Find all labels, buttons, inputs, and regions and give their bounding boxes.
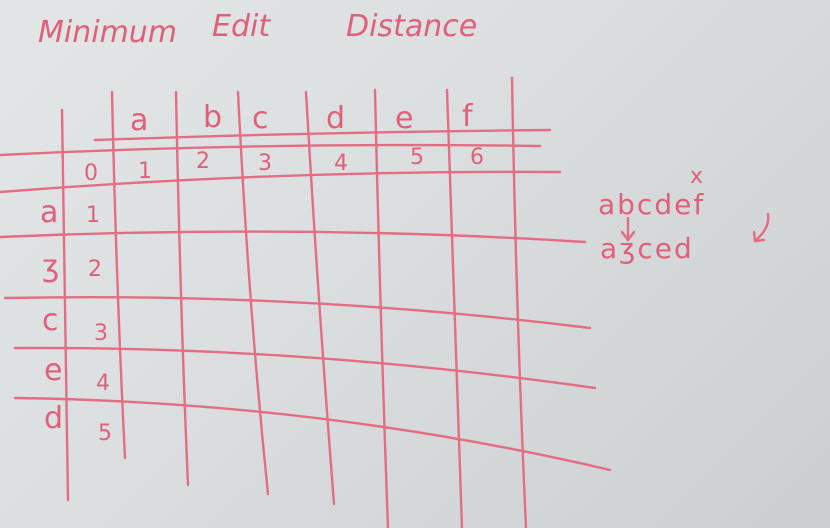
row-number: 5 [98, 421, 112, 446]
grid-vline-0 [60, 108, 70, 502]
grid-vline-4 [304, 90, 336, 506]
col-letter: d [326, 101, 345, 136]
grid-vline-6 [445, 88, 464, 528]
grid-hline-3 [0, 230, 587, 244]
deletion-mark: x [690, 164, 703, 189]
row0-value: 5 [410, 145, 424, 170]
grid-hline-0 [93, 128, 552, 142]
col-letter: a [130, 103, 148, 138]
row-letter: a [40, 195, 58, 230]
side-string-bottom: aʒced [600, 232, 694, 265]
row-number: 4 [96, 371, 110, 396]
row-letter: e [44, 353, 62, 388]
row0-value: 3 [258, 151, 272, 176]
grid-vline-7 [510, 76, 528, 528]
row-letter: ʒ [42, 249, 59, 284]
col-letter: f [462, 99, 474, 134]
column-letters: a b c d e f [130, 99, 474, 138]
arrow-f-to-d [752, 212, 770, 243]
grid-vline-2 [174, 90, 190, 487]
row0-value: 0 [84, 161, 98, 186]
row0-value: 6 [470, 145, 484, 170]
row-number: 1 [86, 203, 100, 228]
side-string-top: abcdef [598, 188, 705, 221]
row0-value: 1 [138, 159, 152, 184]
grid-vline-5 [373, 88, 390, 528]
row-number: 3 [94, 321, 108, 346]
grid-lines [0, 76, 612, 528]
row-letter: d [44, 401, 63, 436]
grid-hline-4 [3, 295, 592, 330]
grid-vline-1 [110, 90, 127, 460]
side-note: x abcdef aʒced [598, 164, 770, 265]
row-number: 2 [88, 257, 102, 282]
row-letter: c [42, 303, 59, 338]
row-numbers: 1 2 3 4 5 [86, 203, 112, 446]
row0-value: 4 [334, 151, 348, 176]
grid-hline-2 [0, 170, 562, 194]
row0-value: 2 [196, 149, 210, 174]
grid-hline-5 [13, 346, 597, 390]
title-minimum: Minimum [38, 15, 177, 50]
col-letter: e [395, 101, 413, 136]
row-zero-numbers: 0 1 2 3 4 5 6 [84, 145, 484, 186]
title-edit: Edit [212, 9, 271, 44]
grid-hline-1 [0, 143, 542, 157]
col-letter: c [252, 101, 269, 136]
row-letters: a ʒ c e d [40, 195, 63, 436]
grid-hline-6 [13, 396, 612, 472]
title-distance: Distance [346, 9, 477, 44]
col-letter: b [203, 100, 222, 135]
arrow-b-to-z [620, 216, 636, 242]
